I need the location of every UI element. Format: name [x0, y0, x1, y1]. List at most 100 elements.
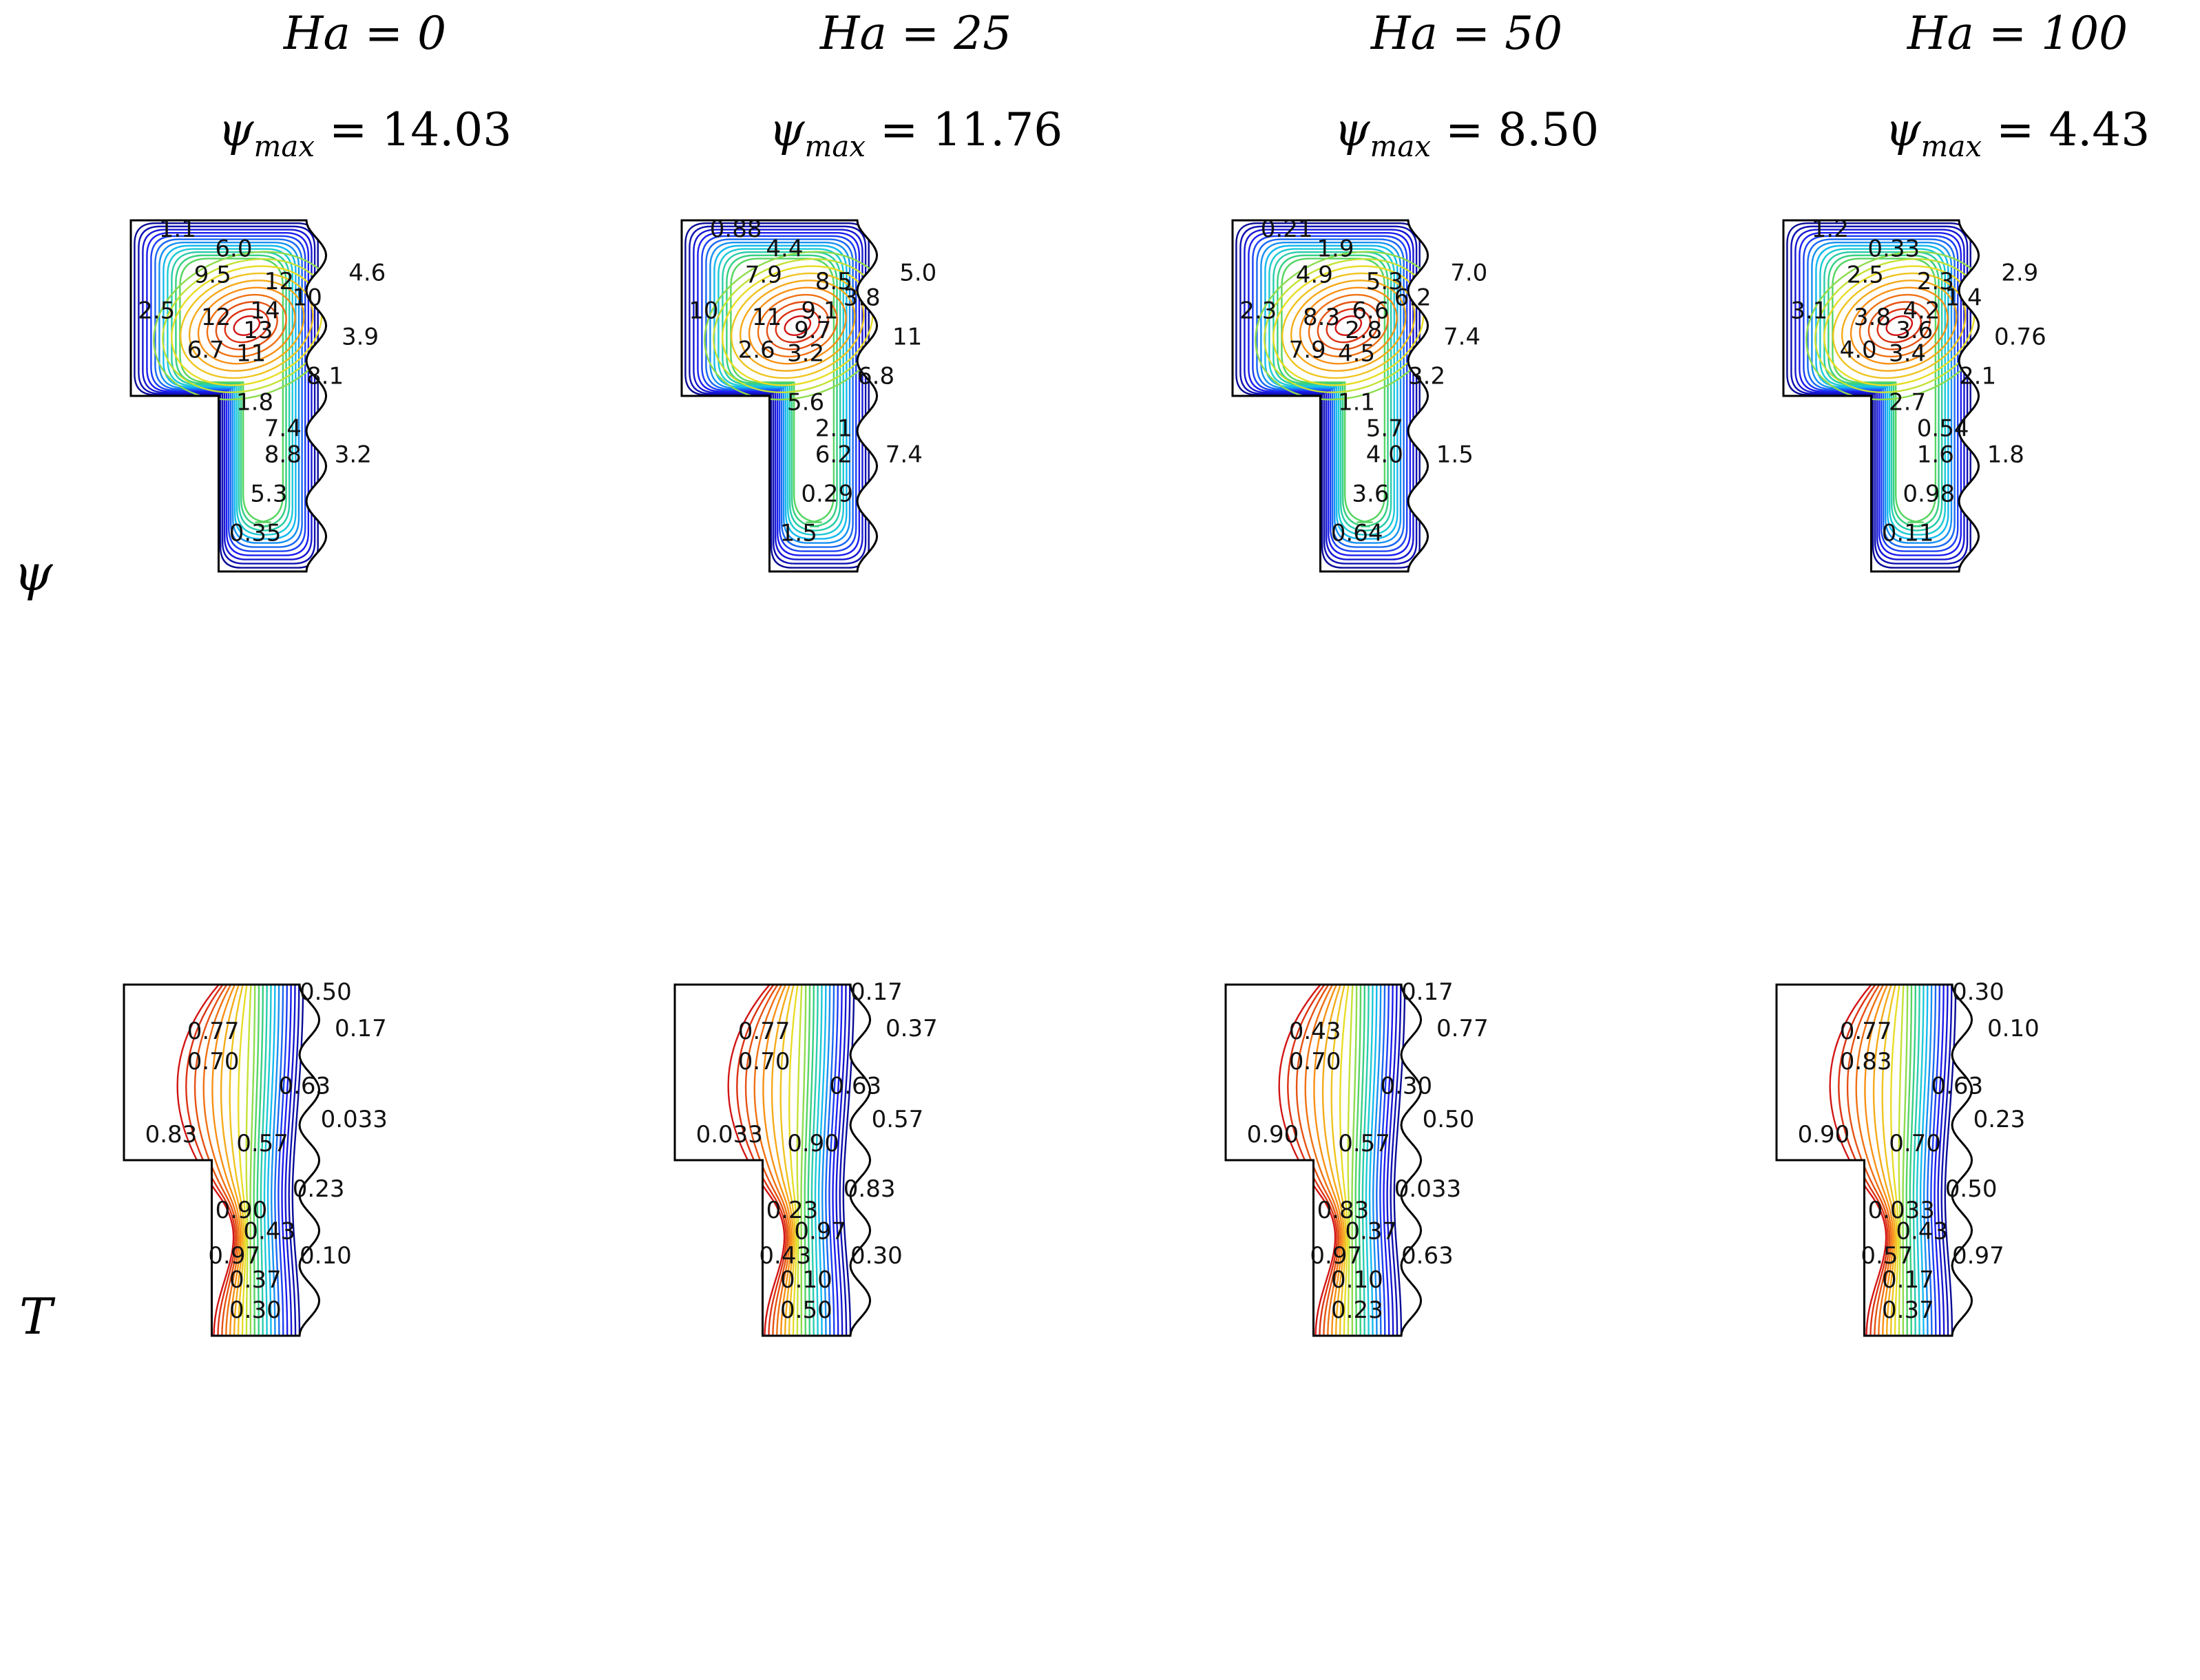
streamline: [167, 248, 293, 536]
isotherm: [1372, 985, 1382, 1336]
streamline: [188, 280, 305, 372]
isotherm: [284, 985, 296, 1336]
isotherm: [727, 985, 786, 1336]
isotherm: [1898, 985, 1905, 1336]
row-label-temperature: T: [19, 1288, 53, 1345]
streamline: [1260, 242, 1402, 544]
isotherm: [1383, 985, 1394, 1336]
isotherm: [263, 985, 272, 1336]
isotherm: [1347, 985, 1354, 1336]
temperature-contour-label: 0.43: [1289, 1018, 1341, 1045]
psi-contour-label: 0.33: [1867, 235, 1920, 262]
streamline: [150, 235, 306, 552]
psi-contour-label: 7.4: [886, 441, 923, 469]
temperature-contour-label: 0.30: [229, 1296, 282, 1324]
streamline: [722, 265, 874, 386]
isotherm: [736, 985, 787, 1336]
temperature-contour-label: 0.90: [216, 1197, 268, 1224]
isotherm: [266, 985, 276, 1336]
isotherm: [1330, 985, 1347, 1336]
streamline: [1239, 225, 1418, 565]
psi-contour-label: 7.4: [264, 415, 302, 443]
psi-contour-label: 11: [236, 339, 266, 367]
temperature-contour-label: 0.10: [300, 1242, 352, 1270]
streamline: [1805, 251, 1979, 401]
isotherm: [1358, 985, 1366, 1336]
streamline: [717, 248, 844, 536]
isotherm: [1927, 985, 1937, 1336]
psi-contour-label: 1.2: [1812, 216, 1849, 243]
psi-contour-label: 8.8: [264, 441, 302, 469]
temp-wall-2: [1224, 983, 1423, 1337]
temperature-contour-label: 0.63: [278, 1072, 331, 1100]
psi-contour-label: 4.0: [1366, 441, 1403, 469]
psi-contour-label: 9.1: [801, 297, 838, 325]
temperature-contour-label: 0.10: [1331, 1266, 1383, 1294]
streamline: [1841, 280, 1958, 372]
psi-contour-label: 7.9: [1289, 337, 1326, 364]
psi-contour-label: 1.8: [1987, 441, 2024, 469]
streamline: [1264, 244, 1398, 540]
psi-contour-label: 4.5: [1338, 339, 1375, 367]
psi-contour-label: 0.64: [1331, 520, 1383, 547]
streamline: [775, 308, 820, 344]
streamline: [1308, 293, 1389, 358]
psi-contours-1: [684, 222, 877, 569]
streamline: [1264, 258, 1428, 393]
header-psimax-0: ψmax = 14.03: [218, 103, 512, 163]
temperature-contour-label: 0.30: [850, 1242, 903, 1270]
streamline: [731, 272, 865, 379]
streamline: [180, 272, 314, 379]
isotherm: [249, 985, 256, 1336]
streamline: [146, 232, 310, 556]
streamline: [1326, 308, 1371, 344]
psi-contour-label: 5.0: [899, 259, 936, 286]
streamline: [704, 251, 877, 401]
isotherm: [1923, 985, 1933, 1336]
temperature-contour-label: 0.57: [1338, 1130, 1390, 1157]
isotherm: [256, 985, 264, 1336]
temperature-contour-label: 0.83: [844, 1175, 896, 1203]
isotherm: [779, 985, 796, 1336]
temperature-contour-label: 0.57: [1861, 1242, 1913, 1270]
temperature-contour-label: 0.63: [1401, 1242, 1454, 1270]
psi-contour-label: 2.7: [1889, 389, 1926, 417]
streamline: [153, 251, 326, 401]
psi-contour-label: 3.2: [335, 441, 372, 469]
isotherm: [1278, 985, 1337, 1336]
psi-contour-label: 3.1: [1790, 297, 1827, 325]
temperature-contour-label: 0.70: [738, 1048, 790, 1075]
isotherm: [828, 985, 839, 1336]
psi-contour-label: 0.88: [710, 216, 762, 243]
psi-contour-label: 3.2: [787, 339, 824, 367]
isotherm: [202, 985, 240, 1336]
psi-contour-label: 7.4: [1443, 324, 1480, 351]
psi-contour-label: 3.9: [342, 324, 379, 351]
temperature-contour-label: 0.43: [243, 1218, 295, 1246]
isotherm: [1909, 985, 1917, 1336]
streamline: [206, 293, 287, 358]
temperature-contour-label: 0.77: [1840, 1018, 1892, 1045]
isotherm: [744, 985, 789, 1336]
isotherm: [1351, 985, 1358, 1336]
temperature-contour-label: 0.57: [872, 1106, 924, 1133]
psi-wall-2: [1231, 219, 1429, 573]
isotherm: [839, 985, 851, 1336]
isotherm: [176, 985, 235, 1336]
psi-contour-label: 6.2: [815, 441, 852, 469]
psi-contour-label: 6.7: [187, 337, 224, 364]
temperature-contour-label: 0.77: [1436, 1015, 1489, 1042]
psi-contour-label: 8.1: [306, 363, 344, 390]
isotherm: [817, 985, 827, 1336]
header-ha-1: Ha = 25: [819, 7, 1012, 60]
psi-contour-label: 0.98: [1903, 481, 1955, 508]
psi-contour-label: 6.6: [1352, 297, 1389, 325]
streamline: [197, 286, 296, 365]
psi-contour-label: 0.76: [1994, 324, 2046, 351]
psi-contour-label: 1.6: [1917, 441, 1954, 469]
psi-contour-label: 14: [250, 297, 280, 325]
temp-wall-1: [673, 983, 872, 1337]
